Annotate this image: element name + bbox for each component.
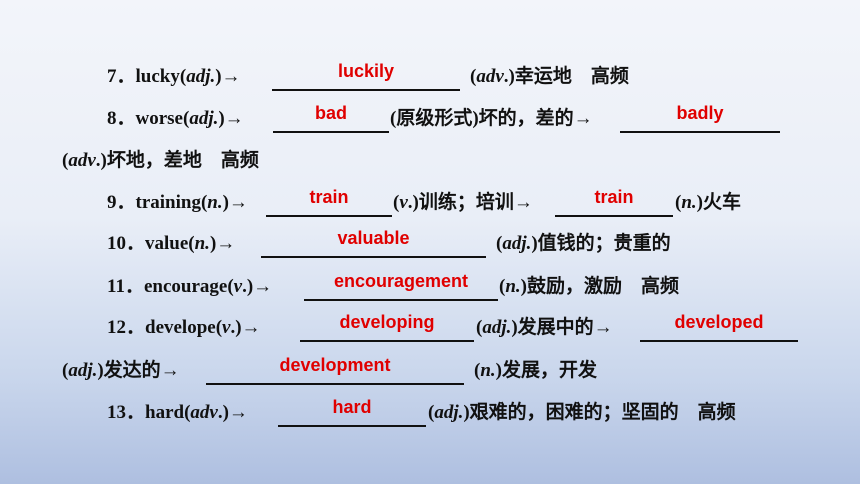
answer-text: hard: [332, 397, 372, 417]
answer-blank[interactable]: badly: [620, 103, 780, 133]
answer-blank[interactable]: hard: [278, 397, 426, 427]
answer-text: train: [594, 187, 634, 207]
answer-blank[interactable]: train: [555, 187, 673, 217]
answer-blank[interactable]: encouragement: [304, 271, 498, 301]
answer-text: encouragement: [333, 271, 469, 291]
answer-text: developed: [674, 312, 764, 332]
answer-blank[interactable]: bad: [273, 103, 389, 133]
answer-text: train: [309, 187, 349, 207]
answer-text: developing: [339, 312, 435, 332]
answer-blank[interactable]: train: [266, 187, 392, 217]
answer-text: valuable: [337, 228, 410, 248]
answer-blank[interactable]: developing: [300, 312, 474, 342]
answer-text: development: [279, 355, 391, 375]
answer-text: badly: [676, 103, 724, 123]
answer-blank[interactable]: luckily: [272, 61, 460, 91]
answer-text: bad: [314, 103, 347, 123]
answer-text: luckily: [337, 61, 395, 81]
answer-blank[interactable]: development: [206, 355, 464, 385]
answer-blank[interactable]: developed: [640, 312, 798, 342]
answer-blank[interactable]: valuable: [261, 228, 486, 258]
